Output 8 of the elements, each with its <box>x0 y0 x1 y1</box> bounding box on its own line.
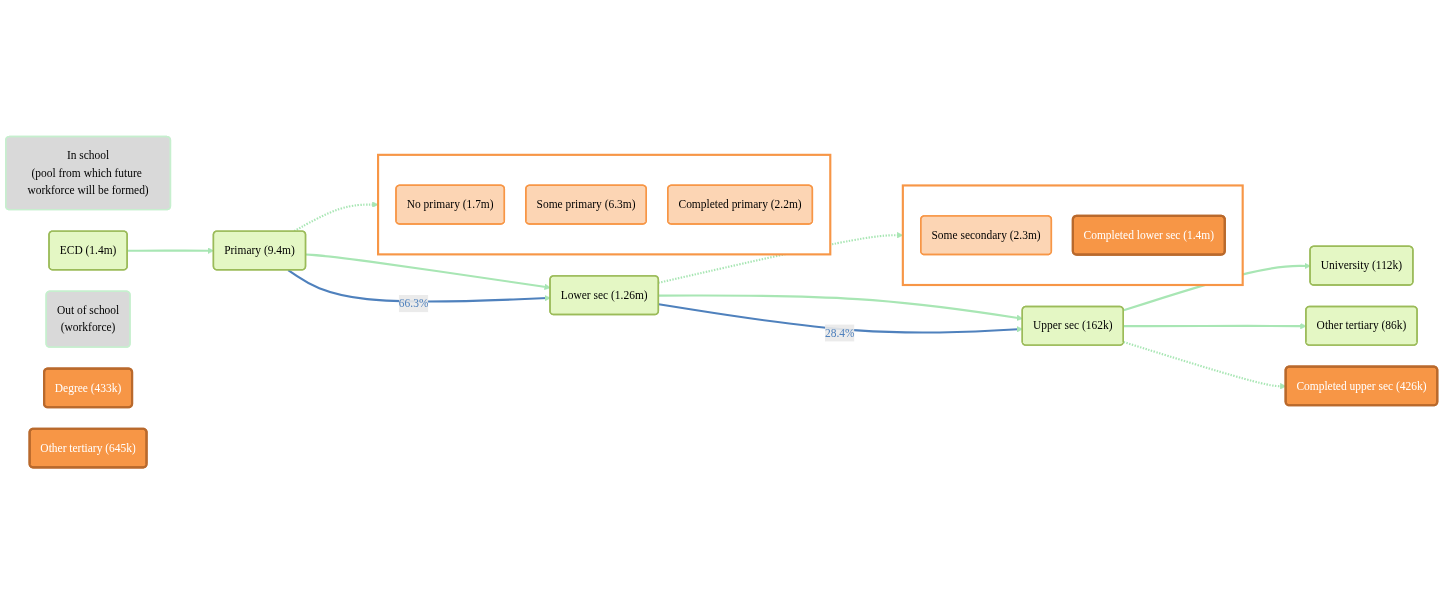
arrow <box>658 294 1023 321</box>
edge-label: 66.3% <box>398 297 429 310</box>
arrow <box>658 303 1023 334</box>
cluster <box>901 184 1244 287</box>
cluster <box>377 153 832 256</box>
edge-label: 28.4% <box>825 326 855 339</box>
arrow <box>287 269 551 303</box>
arrow <box>305 253 551 290</box>
